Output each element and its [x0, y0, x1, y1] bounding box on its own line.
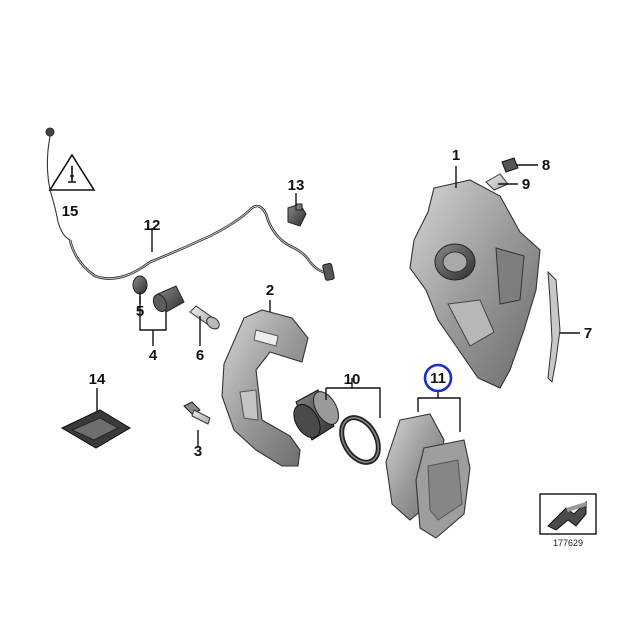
callout-12: 12 — [144, 217, 161, 234]
part-13-clip — [287, 203, 307, 227]
callout-11-highlight-ring — [423, 363, 453, 393]
part-7-spring-clip — [547, 270, 561, 384]
callout-3: 3 — [194, 443, 202, 460]
part-11-brake-pads — [385, 413, 471, 539]
part-12-wear-sensor-wire — [68, 204, 335, 281]
callout-6: 6 — [196, 347, 204, 364]
part-15-sensor-wire — [45, 127, 71, 241]
callout-11: 11 — [430, 370, 446, 387]
callout-9: 9 — [522, 176, 530, 193]
part-4-guide-bush — [152, 285, 185, 313]
callout-1: 1 — [452, 147, 460, 164]
part-9-bleeder-screw — [485, 173, 509, 191]
callout-14: 14 — [89, 371, 106, 388]
diagram-reference-number: 177629 — [553, 538, 583, 548]
part-14-grease-packet — [60, 409, 131, 449]
part-1-brake-caliper — [409, 179, 541, 389]
part-5-sleeve — [132, 275, 148, 295]
callout-13: 13 — [288, 177, 305, 194]
warning-triangle-icon — [48, 153, 96, 191]
callout-10: 10 — [344, 371, 361, 388]
callout-5: 5 — [136, 303, 144, 320]
callout-2: 2 — [266, 282, 274, 299]
leader-lines — [96, 164, 580, 446]
part-8-bleeder-cap — [501, 157, 519, 173]
part-2-caliper-carrier — [221, 309, 309, 467]
part-10-piston-and-seal — [293, 389, 381, 465]
callout-8: 8 — [542, 157, 550, 174]
callout-7: 7 — [584, 325, 592, 342]
part-3-bolt — [183, 401, 211, 425]
direction-arrow-icon — [539, 493, 597, 535]
callout-15: 15 — [62, 203, 79, 220]
part-6-guide-pin — [189, 305, 220, 330]
callout-4: 4 — [149, 347, 158, 364]
